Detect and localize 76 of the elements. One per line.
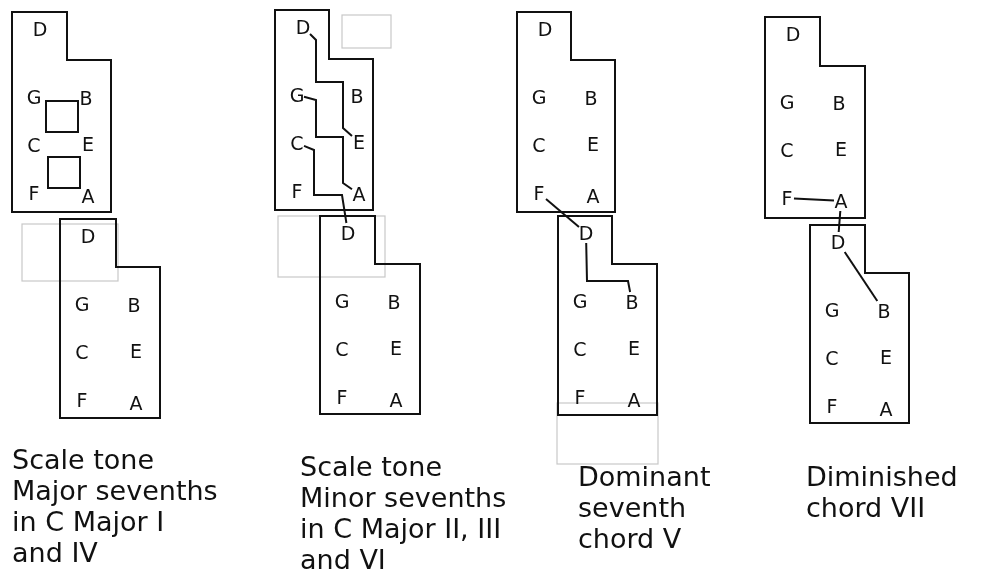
note-letter: G: [531, 87, 547, 107]
connector-line: [585, 242, 632, 293]
note-letter: G: [74, 294, 90, 314]
note-grid-outline: [517, 12, 615, 212]
note-letter: F: [531, 183, 547, 203]
note-letter: C: [531, 135, 547, 155]
note-letter: G: [824, 300, 840, 320]
note-letter: G: [334, 291, 350, 311]
note-letter: B: [78, 88, 94, 108]
note-letter: B: [126, 295, 142, 315]
note-letter: D: [578, 223, 594, 243]
note-letter: E: [585, 134, 601, 154]
note-grid-outline: [810, 225, 909, 423]
note-grid-outline: [558, 216, 657, 415]
note-letter: C: [26, 135, 42, 155]
chord-caption: Dominant seventh chord V: [578, 461, 712, 554]
note-letter: A: [128, 393, 144, 413]
note-letter: F: [779, 188, 795, 208]
note-letter: A: [351, 184, 367, 204]
connector-line: [843, 251, 879, 302]
note-letter: E: [833, 139, 849, 159]
note-grid-outline: [320, 216, 420, 414]
note-letter: E: [128, 341, 144, 361]
note-letter: A: [626, 390, 642, 410]
note-letter: A: [833, 191, 849, 211]
note-letter: B: [624, 292, 640, 312]
note-letter: G: [779, 92, 795, 112]
note-letter: B: [583, 88, 599, 108]
note-letter: F: [26, 183, 42, 203]
note-letter: F: [824, 396, 840, 416]
note-letter: B: [349, 86, 365, 106]
note-letter: C: [334, 339, 350, 359]
note-letter: F: [289, 181, 305, 201]
note-letter: D: [340, 223, 356, 243]
note-letter: A: [585, 186, 601, 206]
note-letter: A: [878, 399, 894, 419]
note-letter: D: [80, 226, 96, 246]
note-letter: D: [785, 24, 801, 44]
note-grid-outline: [765, 17, 865, 218]
note-letter: D: [32, 19, 48, 39]
note-grid-outline: [275, 10, 373, 210]
note-letter: A: [388, 390, 404, 410]
chord-caption: Scale tone Major sevenths in C Major I and IV: [12, 444, 219, 568]
note-letter: F: [74, 390, 90, 410]
note-letter: F: [572, 387, 588, 407]
connector-line: [793, 197, 835, 202]
chord-caption: Scale tone Minor sevenths in C Major II, III and VI: [300, 451, 508, 575]
note-letter: C: [824, 348, 840, 368]
note-letter: D: [537, 19, 553, 39]
note-letter: E: [388, 338, 404, 358]
note-letter: F: [334, 387, 350, 407]
connector-line: [545, 198, 580, 228]
note-letter: B: [386, 292, 402, 312]
note-letter: C: [289, 133, 305, 153]
note-letter: B: [876, 301, 892, 321]
note-letter: E: [626, 338, 642, 358]
note-grid-outline: [12, 12, 111, 212]
note-letter: C: [74, 342, 90, 362]
connector-line: [309, 33, 353, 137]
connector-line: [303, 144, 348, 224]
note-letter: D: [295, 17, 311, 37]
note-letter: E: [80, 134, 96, 154]
chord-caption: Diminished chord VII: [806, 461, 959, 523]
note-letter: G: [572, 291, 588, 311]
note-grid-outline: [60, 219, 160, 418]
note-letter: D: [830, 232, 846, 252]
note-letter: C: [572, 339, 588, 359]
note-letter: G: [289, 85, 305, 105]
note-letter: C: [779, 140, 795, 160]
note-letter: A: [80, 186, 96, 206]
note-letter: E: [351, 132, 367, 152]
connector-line: [837, 210, 842, 233]
note-letter: G: [26, 87, 42, 107]
note-letter: E: [878, 347, 894, 367]
note-letter: B: [831, 93, 847, 113]
connector-line: [303, 95, 353, 191]
